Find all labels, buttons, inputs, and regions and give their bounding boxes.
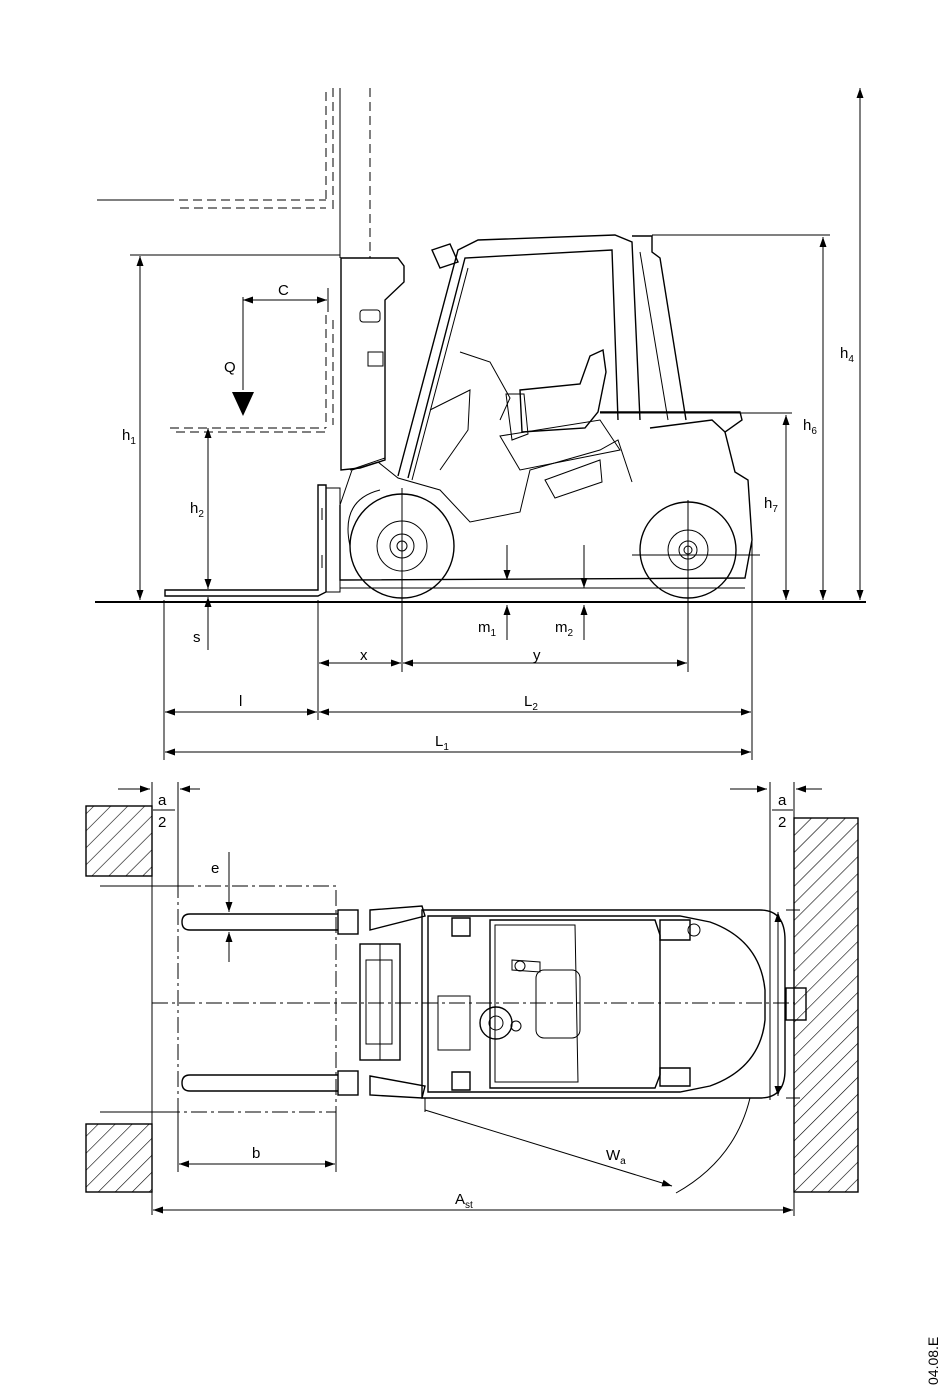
label-x: x xyxy=(360,647,368,664)
front-wheel xyxy=(348,490,454,598)
load-outline xyxy=(178,886,336,1112)
label-L1: L1 xyxy=(435,733,449,753)
label-L2: L2 xyxy=(524,693,538,713)
pallet-block-top-left xyxy=(86,806,152,876)
side-view: C Q h1 h2 s m1 m2 h4 h6 h7 xyxy=(95,88,866,760)
raised-mast-dashed xyxy=(165,88,370,432)
label-C: C xyxy=(278,282,289,299)
rack-right xyxy=(794,818,858,1192)
label-h1: h1 xyxy=(122,427,136,447)
label-half-left: 2 xyxy=(158,814,166,831)
top-view: a 2 a 2 e xyxy=(86,782,858,1216)
mast xyxy=(341,258,404,470)
overhead-guard xyxy=(398,235,686,480)
label-y: y xyxy=(533,647,541,664)
label-e: e xyxy=(211,860,219,877)
label-s: s xyxy=(193,629,201,646)
label-h4: h4 xyxy=(840,345,854,365)
label-l: l xyxy=(239,693,242,710)
label-Q: Q xyxy=(224,359,236,376)
label-h7: h7 xyxy=(764,495,778,515)
pallet-block-bottom-left xyxy=(86,1124,152,1192)
label-h2: h2 xyxy=(190,500,204,520)
load-arrow xyxy=(232,392,254,416)
label-m1: m1 xyxy=(478,619,497,639)
label-a-left: a xyxy=(158,792,167,809)
label-Ast: Ast xyxy=(455,1191,473,1211)
label-h6: h6 xyxy=(803,417,817,437)
label-a-right: a xyxy=(778,792,787,809)
label-m2: m2 xyxy=(555,619,574,639)
drawing-code: 04.08.E xyxy=(925,1337,941,1385)
label-Wa: Wa xyxy=(606,1147,626,1167)
truck-top xyxy=(360,906,785,1098)
label-b: b xyxy=(252,1145,260,1162)
label-half-right: 2 xyxy=(778,814,786,831)
